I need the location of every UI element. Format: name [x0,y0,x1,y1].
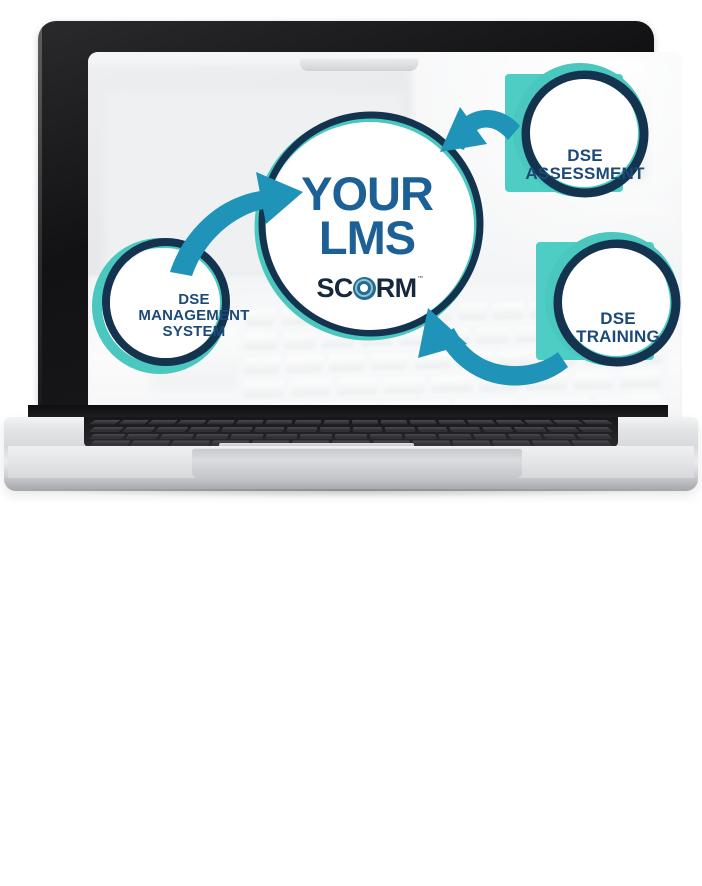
base-sheen-right [564,834,694,886]
main-circle-face [266,122,474,330]
dse-cycle-diagram: YOUR LMS SC RM ™ DSE ASSESSMENT DS [88,52,682,426]
laptop-lid: YOUR LMS SC RM ™ DSE ASSESSMENT DS [38,21,682,426]
screenshot-stage: YOUR LMS SC RM ™ DSE ASSESSMENT DS [0,0,702,526]
keyboard-row [89,433,613,439]
keyboard-spacebar[interactable] [219,443,414,448]
arrow-assessment-to-lms [440,107,520,152]
base-sheen-left [8,834,128,886]
arrow-training-to-lms [418,308,568,386]
laptop-mockup: YOUR LMS SC RM ™ DSE ASSESSMENT DS [0,0,702,526]
arrow-management-to-lms [170,172,303,276]
assessment-circle-navy-ring [521,70,649,198]
keyboard-row [89,427,613,432]
training-circle-navy-ring [553,239,681,367]
management-circle-face [110,248,220,358]
training-circle-face [562,248,670,356]
laptop-screen: YOUR LMS SC RM ™ DSE ASSESSMENT DS [88,52,682,426]
management-circle-navy-ring [102,238,230,366]
laptop-trackpad[interactable] [192,448,522,478]
laptop-base-front-edge [4,478,698,491]
main-circle-navy-ring [258,111,484,337]
laptop-drop-shadow [30,489,672,498]
keyboard-row [89,420,613,424]
laptop-front-notch [300,58,418,71]
laptop-keyboard[interactable] [84,417,618,447]
assessment-circle-face [530,79,638,187]
